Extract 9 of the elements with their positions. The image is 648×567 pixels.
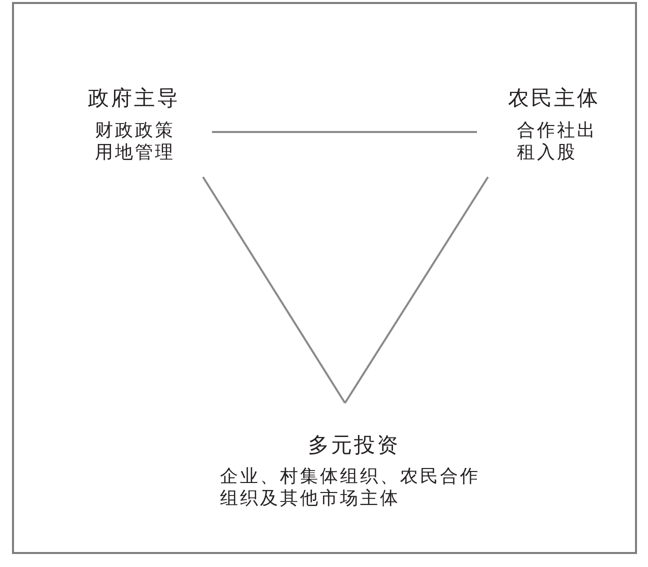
connector-line bbox=[344, 176, 489, 404]
node-description: 财政政策用地管理 bbox=[95, 120, 176, 164]
node-heading: 农民主体 bbox=[508, 85, 600, 111]
node-heading: 多元投资 bbox=[308, 432, 400, 458]
connector-line bbox=[202, 176, 346, 404]
node-description: 合作社出租入股 bbox=[517, 120, 598, 164]
connector-line bbox=[212, 131, 477, 133]
node-heading: 政府主导 bbox=[88, 85, 180, 111]
node-description: 企业、村集体组织、农民合作组织及其他市场主体 bbox=[220, 466, 481, 510]
